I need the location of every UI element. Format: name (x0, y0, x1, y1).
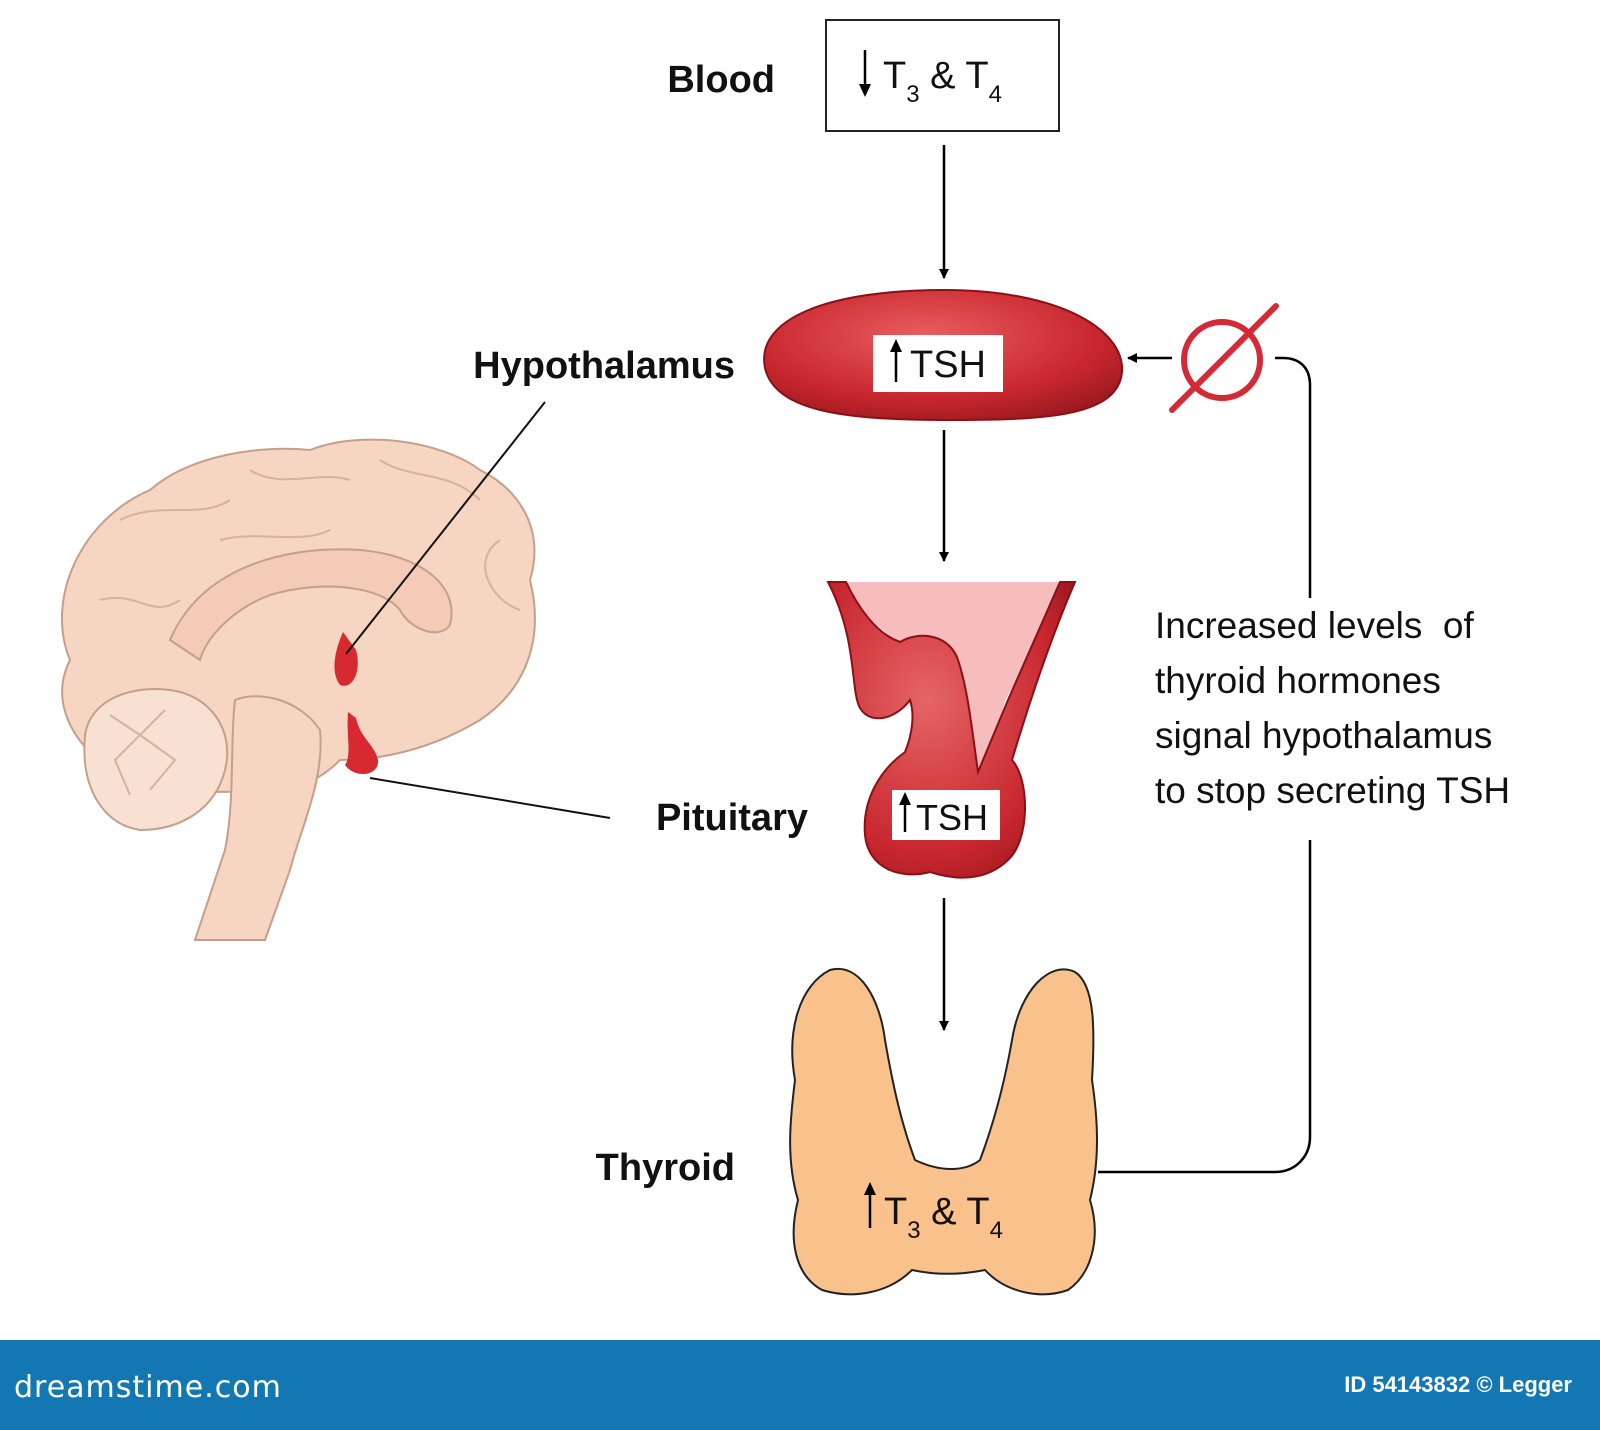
footer-bar: dreamstime.com ID 54143832 © Legger (0, 1340, 1600, 1430)
t3-subscript: 3 (906, 81, 919, 108)
up-arrow-icon (864, 1182, 876, 1228)
pituitary-label: Pituitary (656, 797, 808, 839)
t4-subscript: 4 (989, 81, 1002, 108)
t4-label: T (965, 55, 988, 97)
amp-label: & (920, 55, 966, 97)
feedback-text: Increased levels of thyroid hormones sig… (1155, 605, 1510, 811)
up-arrow-icon (890, 339, 902, 382)
hypothalamus-leader-line (345, 401, 546, 655)
pituitary-leader-line (369, 777, 611, 819)
thyroid-label: Thyroid (596, 1147, 735, 1189)
brain-illustration (61, 438, 536, 941)
feedback-loop-line-upper (1275, 356, 1312, 598)
blood-hormones-text: T3 & T4 (883, 55, 1002, 108)
pituitary-gland (826, 581, 1077, 879)
feedback-loop-line-lower (1098, 840, 1312, 1174)
dreamstime-logo: dreamstime.com (14, 1370, 282, 1405)
feedback-line-3: signal hypothalamus (1155, 715, 1492, 756)
cerebellum-arbor (109, 709, 177, 796)
feedback-line-4: to stop secreting TSH (1155, 770, 1510, 811)
pituitary-tsh-box (892, 790, 1000, 840)
brain-pituitary-marker (345, 712, 379, 775)
thyroid-gland (789, 967, 1098, 1296)
hypothalamus-label: Hypothalamus (473, 345, 735, 387)
inhibition-icon (1169, 303, 1279, 413)
feedback-line-1: Increased levels of (1155, 605, 1475, 646)
brainstem (193, 695, 322, 941)
t4-label: T (966, 1191, 989, 1233)
blood-label: Blood (667, 59, 775, 101)
amp-label: & (921, 1191, 967, 1233)
brain-gyri (99, 459, 521, 611)
up-arrow-icon (899, 792, 911, 832)
pituitary-tsh-text: TSH (916, 797, 988, 838)
t3-subscript: 3 (907, 1217, 920, 1244)
feedback-line-2: thyroid hormones (1155, 660, 1441, 701)
down-arrow-icon (859, 50, 871, 97)
image-credit: ID 54143832 © Legger (1344, 1372, 1572, 1397)
hypothalamus-tsh-text: TSH (910, 344, 986, 386)
t4-subscript: 4 (990, 1217, 1003, 1244)
cerebellum (83, 688, 229, 832)
t3-label: T (884, 1191, 907, 1233)
thyroid-hormones-text: T3 & T4 (884, 1191, 1003, 1244)
t3-label: T (883, 55, 906, 97)
corpus-callosum (168, 548, 453, 662)
